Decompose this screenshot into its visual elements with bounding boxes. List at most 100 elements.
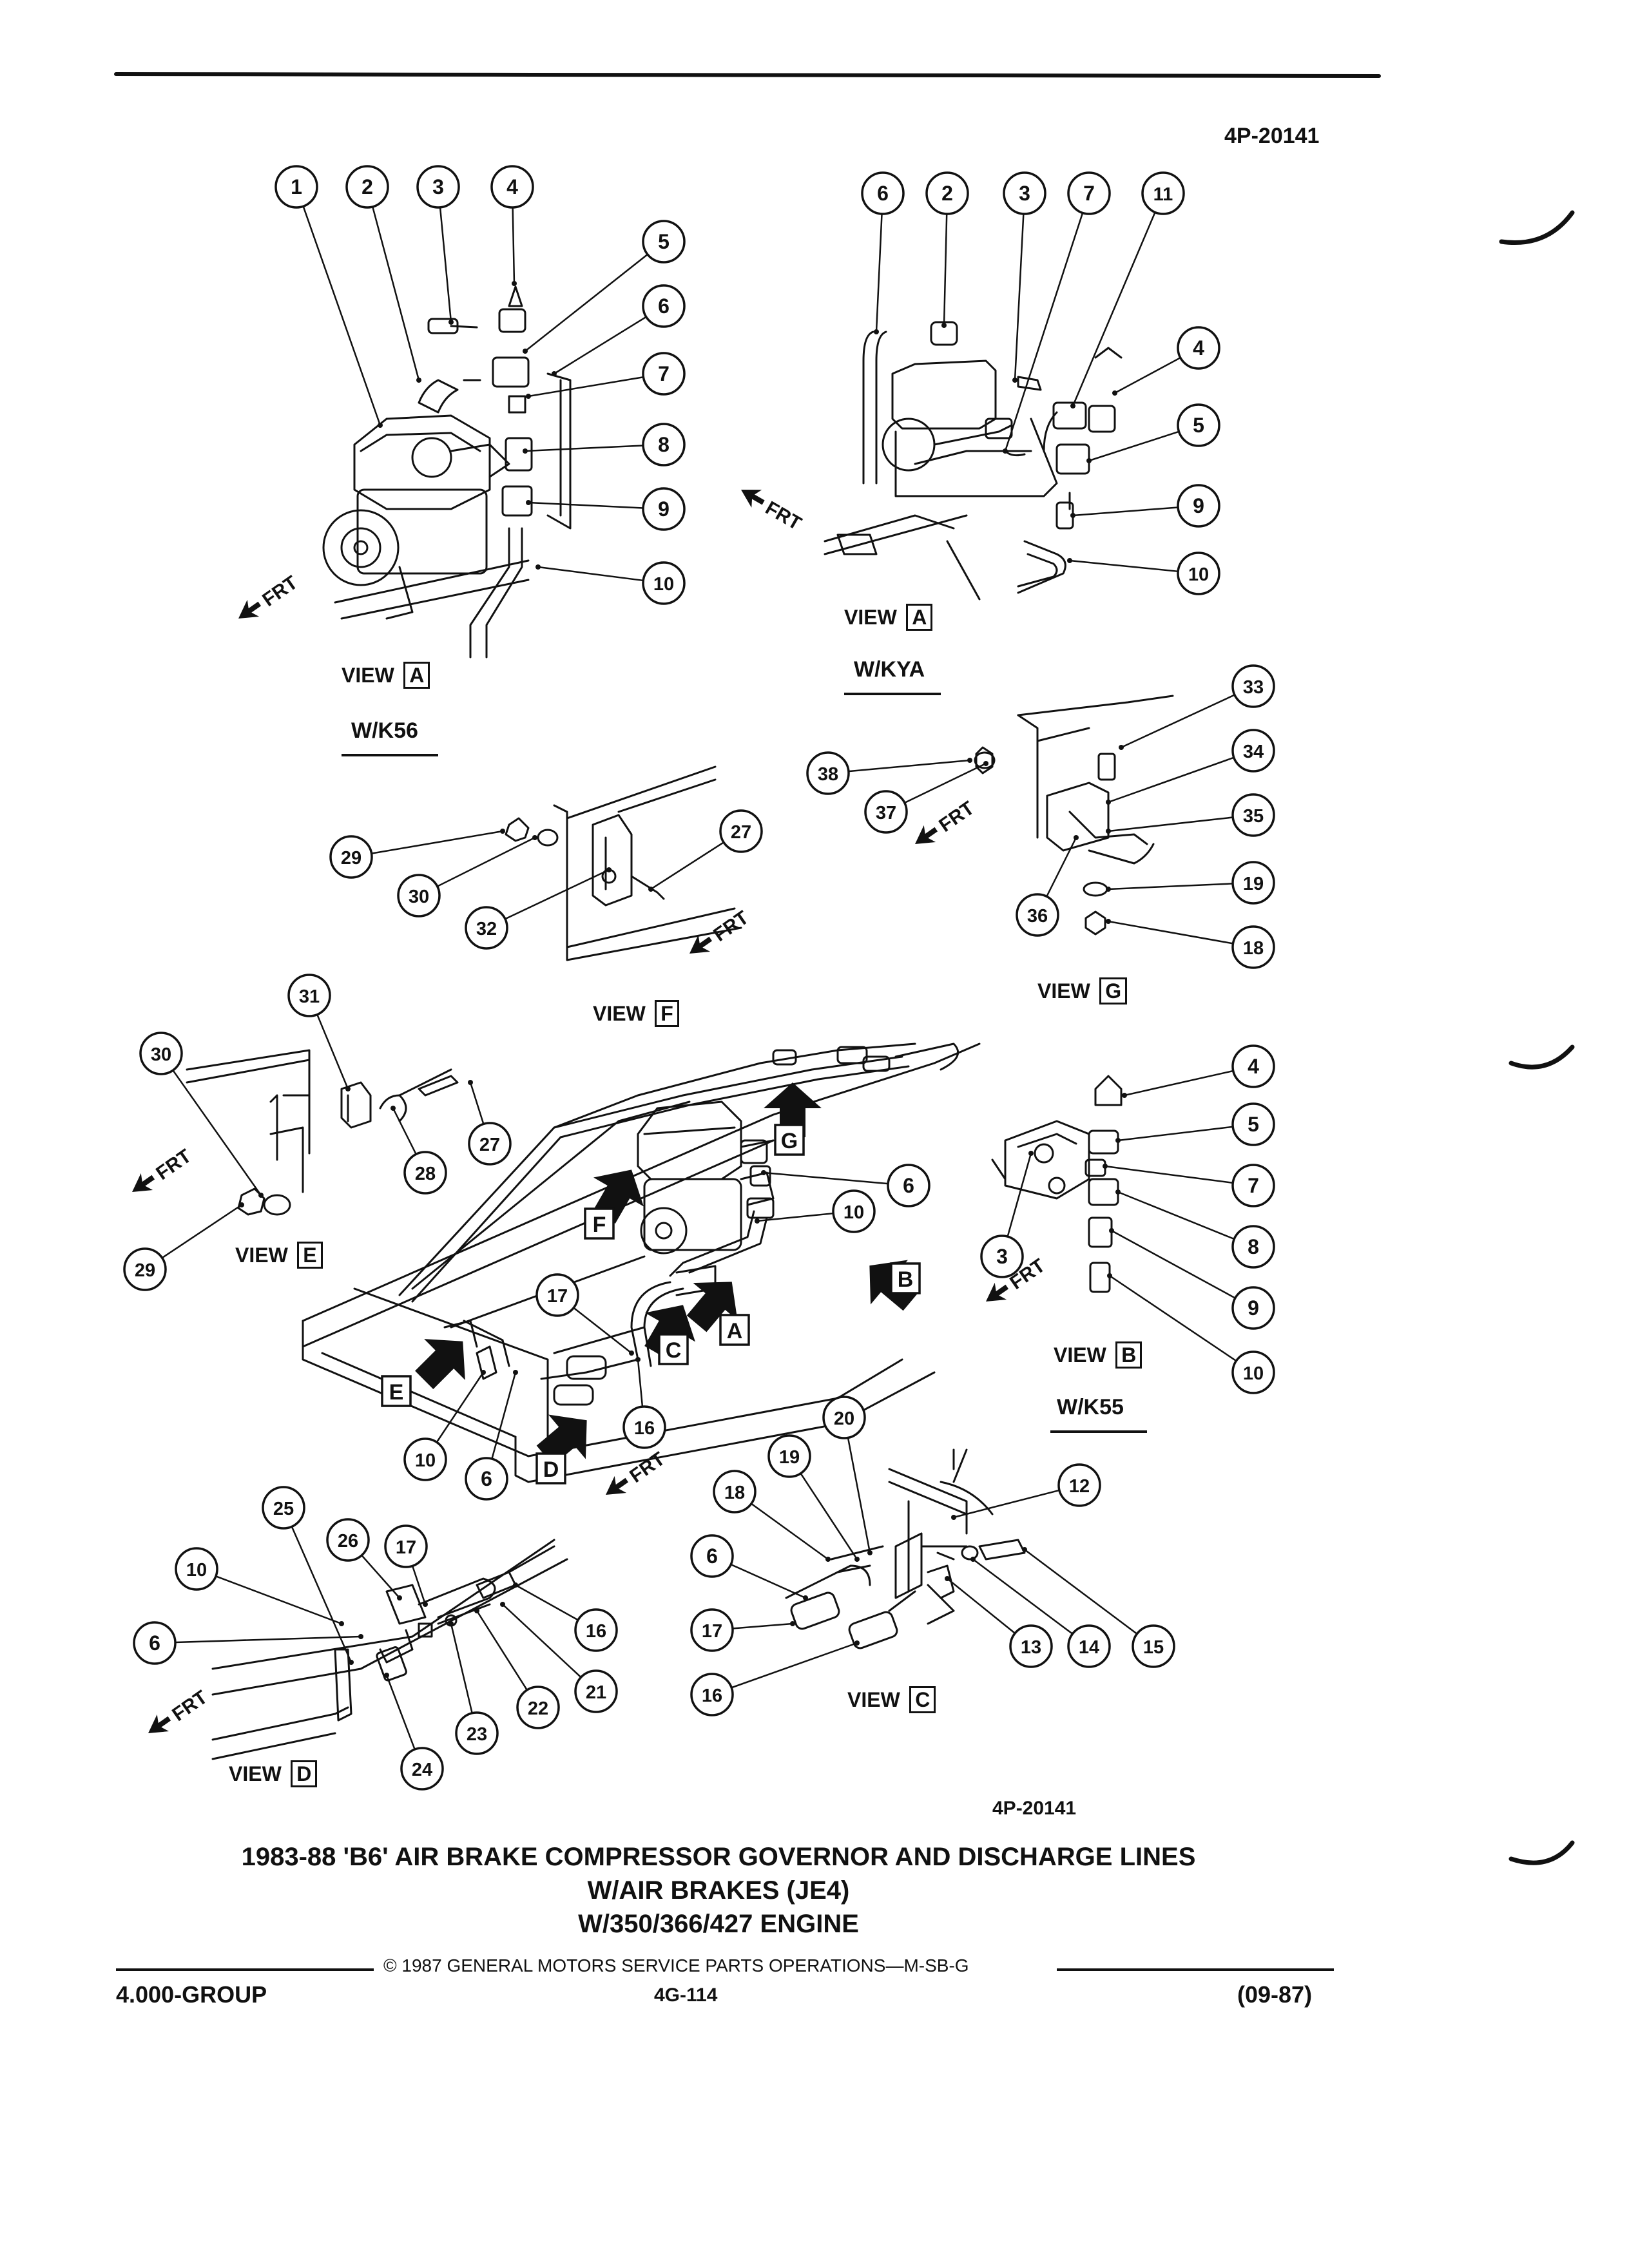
- callout-leader-line: [1114, 357, 1181, 394]
- callout-leader-line: [450, 1623, 473, 1714]
- callout-leader-tip: [1028, 1151, 1034, 1156]
- front-label: FRT: [709, 907, 753, 946]
- callout-number: 16: [586, 1621, 606, 1642]
- callout-leader-line: [502, 1604, 582, 1678]
- callout-number: 29: [341, 848, 361, 869]
- callout-leader-tip: [825, 1557, 831, 1562]
- callout-leader-line: [505, 869, 610, 920]
- callout-circle: [832, 1189, 876, 1233]
- bracket-view-f-drawing: [505, 765, 742, 961]
- binder-mark: [1509, 1840, 1575, 1865]
- callout-number: 38: [818, 764, 838, 785]
- callout-leader-tip: [629, 1350, 634, 1356]
- callout-number: 8: [1248, 1235, 1259, 1258]
- callout-circle: [175, 1547, 218, 1591]
- callout-number: 2: [941, 182, 953, 205]
- binder-mark: [1509, 1044, 1575, 1070]
- callout-leader-tip: [532, 835, 537, 840]
- callout-circle: [642, 220, 686, 264]
- callout-leader-line: [439, 207, 452, 323]
- callout-circle: [1177, 326, 1220, 370]
- callout-circle: [133, 1621, 177, 1665]
- callout-leader-line: [972, 1559, 1074, 1635]
- section-letter: D: [543, 1457, 559, 1482]
- callout-number: 10: [843, 1202, 864, 1223]
- callout-leader-tip: [358, 1634, 363, 1639]
- callout-leader-tip: [523, 349, 528, 354]
- callout-number: 10: [1243, 1363, 1264, 1384]
- callout-circle: [1009, 1624, 1053, 1668]
- section-letter-box: [774, 1124, 805, 1156]
- callout-leader-tip: [423, 1602, 428, 1607]
- callout-circle: [123, 1247, 167, 1291]
- callout-leader-tip: [1070, 403, 1075, 408]
- callout-leader-tip: [635, 1357, 641, 1362]
- callout-leader-tip: [345, 1086, 351, 1091]
- callout-leader-line: [1072, 211, 1156, 407]
- callout-number: 29: [135, 1260, 155, 1281]
- view-box-letter: D: [291, 1760, 318, 1787]
- front-label: FRT: [626, 1448, 669, 1487]
- callout-number: 2: [361, 175, 373, 198]
- callout-leader-tip: [1022, 1547, 1027, 1552]
- callout-number: 8: [658, 433, 670, 456]
- callout-leader-tip: [552, 371, 557, 376]
- compressor-kya-drawing: [824, 321, 1123, 601]
- callout-number: 37: [876, 803, 896, 823]
- front-label: FRT: [762, 497, 805, 535]
- callout-number: 30: [409, 887, 429, 907]
- callout-leader-line: [528, 501, 644, 509]
- callout-leader-line: [1014, 213, 1025, 381]
- caption-line-1: 1983-88 'B6' AIR BRAKE COMPRESSOR GOVERN…: [241, 1843, 1196, 1871]
- callout-leader-tip: [967, 758, 972, 763]
- callout-number: 35: [1243, 806, 1264, 827]
- callout-circle: [329, 835, 373, 879]
- view-label-f: VIEW F: [593, 1000, 679, 1027]
- callout-number: 16: [702, 1686, 722, 1706]
- callout-circle: [326, 1518, 370, 1562]
- section-arrow-icon: [644, 1305, 695, 1359]
- callout-leader-line: [175, 1635, 361, 1644]
- view-box-letter: F: [655, 1000, 679, 1027]
- callout-leader-line: [215, 1575, 342, 1625]
- callout-leader-line: [732, 1622, 793, 1629]
- footer-rule-right: [1057, 1968, 1334, 1971]
- callout-leader-line: [1072, 506, 1179, 517]
- callout-leader-tip: [1070, 513, 1075, 518]
- bracket-view-e-drawing: [186, 1049, 459, 1216]
- callout-leader-line: [302, 206, 381, 426]
- variant-underline: [844, 693, 941, 695]
- footer-page-number: 4G-114: [654, 1984, 718, 2006]
- callout-leader-tip: [378, 423, 383, 428]
- view-label-e: VIEW E: [235, 1242, 323, 1269]
- callout-leader-tip: [1086, 458, 1092, 463]
- callout-circle: [455, 1711, 499, 1755]
- callout-circle: [574, 1608, 618, 1652]
- arrow-icon: [148, 1714, 171, 1733]
- callout-circle: [1132, 1624, 1175, 1668]
- callout-leader-tip: [1112, 390, 1117, 396]
- callout-circle: [822, 1396, 866, 1439]
- callout-circle: [1177, 484, 1220, 528]
- callout-circle: [465, 906, 508, 950]
- callout-leader-line: [1007, 1153, 1032, 1237]
- callout-number: 18: [1243, 938, 1264, 959]
- callout-number: 26: [338, 1531, 358, 1552]
- front-label: FRT: [935, 798, 978, 836]
- callout-circle: [465, 1457, 508, 1501]
- view-label-g: VIEW G: [1037, 977, 1128, 1004]
- callout-number: 6: [481, 1467, 492, 1490]
- footer-group: 4.000-GROUP: [116, 1981, 267, 2008]
- callout-circle: [690, 1673, 734, 1716]
- callout-number: 18: [724, 1483, 745, 1503]
- callout-circle: [622, 1405, 666, 1449]
- variant-label-k56: W/K56: [351, 718, 418, 743]
- callout-leader-tip: [512, 281, 517, 286]
- callout-number: 22: [528, 1698, 548, 1719]
- callout-circle: [980, 1235, 1024, 1278]
- callout-circle: [1003, 171, 1046, 215]
- variant-label-kya: W/KYA: [854, 657, 925, 682]
- callout-leader-line: [411, 1565, 427, 1605]
- callout-circle: [516, 1686, 560, 1729]
- callout-leader-line: [537, 566, 644, 582]
